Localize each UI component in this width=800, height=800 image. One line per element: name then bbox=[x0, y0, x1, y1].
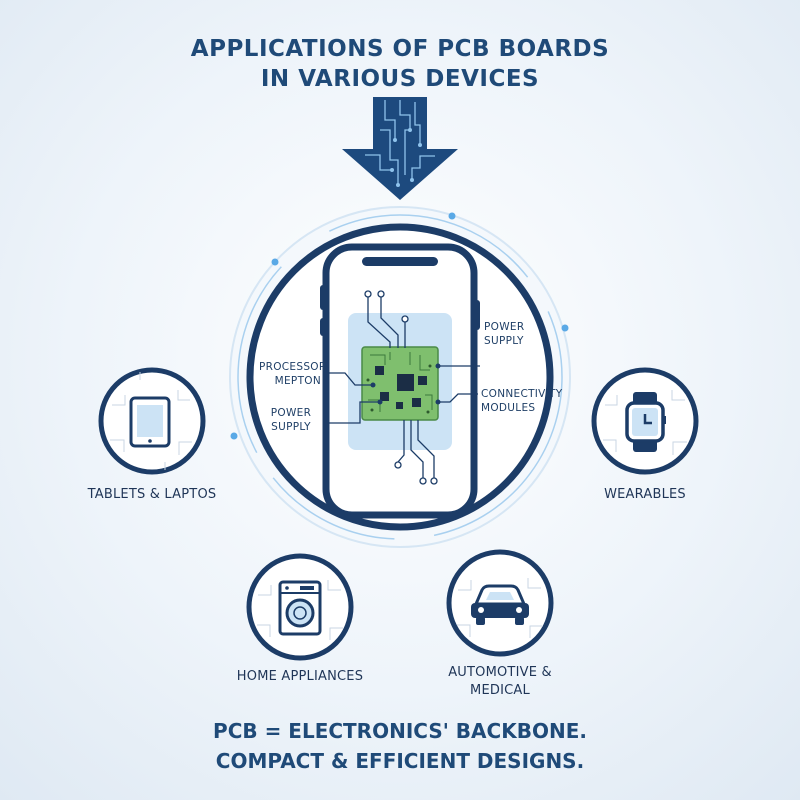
footer-line-2: COMPACT & EFFICIENT DESIGNS. bbox=[215, 749, 585, 773]
page-title: APPLICATIONS OF PCB BOARDS IN VARIOUS DE… bbox=[0, 34, 800, 94]
power-supply-label-left: POWER SUPPLY bbox=[263, 406, 319, 434]
connectivity-line-2: MODULES bbox=[481, 402, 536, 414]
footer-line-1: PCB = ELECTRONICS' BACKBONE. bbox=[213, 719, 587, 743]
power-supply-right-line-2: SUPPLY bbox=[484, 335, 524, 347]
washing-machine-icon bbox=[246, 553, 354, 661]
category-home-appliances-label: HOME APPLIANCES bbox=[236, 669, 364, 684]
car-icon bbox=[446, 549, 554, 657]
smartwatch-icon bbox=[591, 367, 699, 475]
connector-pins bbox=[364, 290, 438, 485]
connectivity-line-1: CONNECTIVITY bbox=[481, 388, 563, 400]
automotive-line-2: MEDICAL bbox=[470, 683, 530, 698]
connectivity-label: CONNECTIVITY MODULES bbox=[481, 387, 563, 415]
category-wearables-label: WEARABLES bbox=[604, 487, 686, 502]
processor-label-line-1: PROCESSOR bbox=[259, 361, 327, 373]
tablet-icon bbox=[98, 367, 206, 475]
title-line-2: IN VARIOUS DEVICES bbox=[260, 66, 540, 92]
power-supply-label-right: POWER SUPPLY bbox=[484, 320, 524, 348]
category-tablets-label: TABLETS & LAPTOS bbox=[87, 487, 217, 502]
power-supply-right-line-1: POWER bbox=[484, 321, 525, 333]
title-line-1: APPLICATIONS OF PCB BOARDS bbox=[190, 36, 610, 62]
power-supply-left-line-2: SUPPLY bbox=[271, 421, 311, 433]
down-arrow-circuit-icon bbox=[342, 97, 458, 200]
footer-tagline: PCB = ELECTRONICS' BACKBONE. COMPACT & E… bbox=[0, 716, 800, 776]
processor-label: PROCESSOR MEPTON bbox=[259, 360, 327, 388]
power-supply-left-line-1: POWER bbox=[270, 407, 312, 419]
category-automotive-label: AUTOMOTIVE & MEDICAL bbox=[430, 664, 570, 700]
connector-traces bbox=[325, 297, 480, 478]
processor-label-line-2: MEPTON bbox=[274, 375, 321, 387]
automotive-line-1: AUTOMOTIVE & bbox=[448, 665, 552, 680]
